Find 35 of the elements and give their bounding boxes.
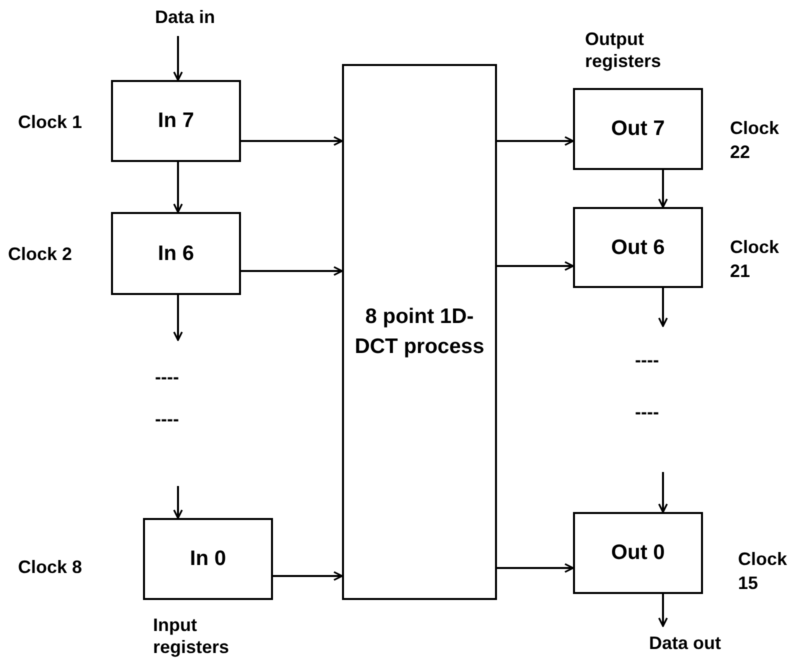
register-box: Out 0 [573,512,703,594]
clock-label: Clock 21 [730,236,780,283]
io-label: Data in [135,4,235,30]
clock-label: Clock 15 [738,548,788,595]
io-label: Data out [625,630,745,656]
arrow [173,162,183,213]
register-box: 8 point 1D-DCT process [342,64,497,600]
arrow [658,170,668,208]
register-box: In 6 [111,212,241,295]
arrow [497,136,574,146]
arrow [658,594,668,627]
arrow [173,36,183,81]
arrow [658,472,668,513]
clock-label: Clock 1 [18,111,84,134]
annotation-label: ---- [155,408,180,430]
annotation-label: ---- [635,349,660,371]
clock-label: Clock 22 [730,117,780,164]
arrow [241,136,343,146]
annotation-label: Output registers [585,28,662,72]
annotation-label: ---- [635,401,660,423]
register-box: Out 7 [573,88,703,170]
arrow [273,571,343,581]
register-box: In 0 [143,518,273,600]
arrow [497,563,574,573]
clock-label: Clock 2 [8,243,74,266]
arrow [497,261,574,271]
arrow [173,295,183,341]
annotation-label: Input registers [153,614,230,658]
register-box: Out 6 [573,207,703,288]
arrow [241,266,343,276]
arrow [658,288,668,327]
arrow [173,486,183,519]
clock-label: Clock 8 [18,556,84,579]
register-box: In 7 [111,80,241,162]
annotation-label: ---- [155,366,180,388]
